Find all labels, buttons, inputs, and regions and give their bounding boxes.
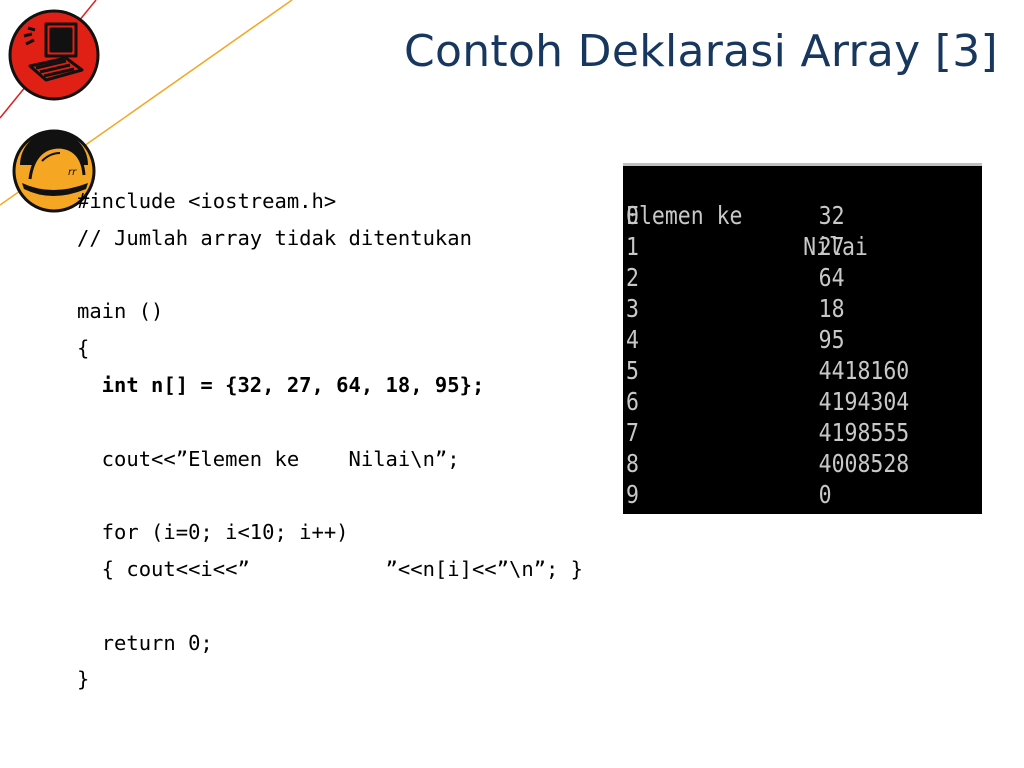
hardhat-icon: rr [12, 129, 96, 213]
console-value: 4008528 [818, 449, 910, 478]
console-index: 4 [626, 325, 639, 354]
console-header-row: Elemen ke Nilai [626, 169, 868, 261]
slide-title: Contoh Deklarasi Array [3] [403, 26, 998, 77]
console-value: 4198555 [818, 418, 910, 447]
code-line: main () [77, 299, 164, 324]
console-index: 7 [626, 418, 639, 447]
console-index: 3 [626, 294, 639, 323]
console-index: 9 [626, 480, 639, 509]
console-header-index: Elemen ke [626, 201, 743, 230]
console-index: 2 [626, 263, 639, 292]
svg-text:rr: rr [68, 167, 77, 178]
console-value: 64 [818, 263, 845, 292]
console-value: 0 [818, 480, 832, 509]
console-value: 27 [818, 232, 845, 261]
console-index: 5 [626, 356, 639, 385]
console-value: 18 [818, 294, 845, 323]
code-line: #include <iostream.h> [77, 189, 337, 213]
code-line [77, 404, 583, 441]
console-index: 1 [626, 232, 639, 261]
code-block: #include <iostream.h> // Jumlah array tid… [77, 183, 583, 698]
console-index: 0 [626, 201, 639, 230]
console-index: 6 [626, 387, 639, 416]
code-line: { cout<<i<<” ”<<n[i]<<”\n”; } [77, 556, 584, 581]
code-line: int n[] = {32, 27, 64, 18, 95}; [77, 372, 485, 397]
code-line: return 0; [77, 630, 213, 655]
console-index: 8 [626, 449, 639, 478]
code-line [77, 257, 583, 294]
code-line [77, 477, 583, 514]
console-output: Elemen ke Nilai 0 32 1 27 2 64 3 18 4 95 5 4418160 6… [623, 163, 982, 514]
console-value: 32 [818, 201, 845, 230]
code-line: cout<<”Elemen ke Nilai\n”; [77, 446, 460, 471]
code-line [77, 588, 583, 625]
code-line: for (i=0; i<10; i++) [77, 520, 349, 545]
console-header-value: Nilai [803, 232, 868, 261]
console-value: 95 [818, 325, 845, 354]
console-value: 4194304 [818, 387, 910, 416]
code-line: { [77, 336, 90, 361]
code-line: } [77, 667, 90, 692]
console-value: 4418160 [818, 356, 910, 385]
computer-icon [8, 9, 100, 101]
code-line: // Jumlah array tidak ditentukan [77, 225, 472, 250]
